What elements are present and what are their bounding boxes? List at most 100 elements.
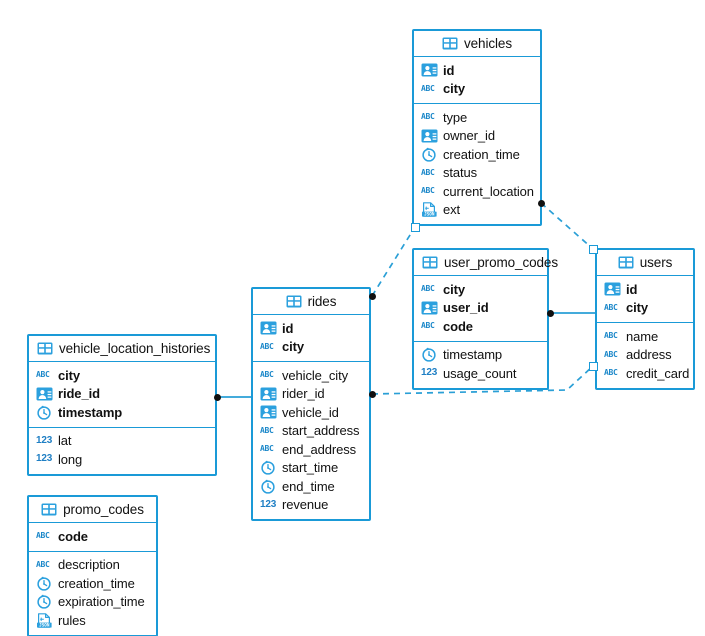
field-name: creation_time [58,575,135,591]
field-name: start_time [282,460,339,476]
field-row-primary-key[interactable]: id [597,280,693,299]
id-card-icon [604,282,621,296]
field-row-primary-key[interactable]: user_id [414,299,547,318]
field-row[interactable]: owner_id [414,127,540,146]
json-icon: JSON [36,612,53,628]
field-name: code [443,318,473,334]
field-name: current_location [443,183,534,199]
field-row-primary-key[interactable]: id [253,319,369,338]
field-row[interactable]: vehicle_id [253,403,369,422]
field-row[interactable]: creation_time [29,574,156,593]
field-name: timestamp [443,347,503,363]
abc-icon: ABC [36,370,50,380]
field-name: city [282,339,305,355]
table-header-user_promo_codes[interactable]: user_promo_codes [414,250,558,276]
field-row[interactable]: ABC current_location [414,182,540,201]
field-name: revenue [282,497,329,513]
relationship-target-square-rides-to-vehicles [410,222,420,232]
field-row-primary-key[interactable]: ABC city [253,338,369,357]
field-row[interactable]: end_time [253,477,369,496]
table-header-rides[interactable]: rides [253,289,369,315]
field-row-primary-key[interactable]: ABC city [29,366,215,385]
number-icon: 123 [36,453,53,465]
field-name: status [443,165,478,181]
field-row-primary-key[interactable]: ride_id [29,385,215,404]
field-name: id [282,320,294,336]
id-card-icon [421,129,438,143]
field-name: city [443,81,466,97]
table-header-promo_codes[interactable]: promo_codes [29,497,156,523]
field-row-primary-key[interactable]: timestamp [29,403,215,422]
field-row-primary-key[interactable]: id [414,61,540,80]
field-row[interactable]: ABC vehicle_city [253,366,369,385]
abc-icon: ABC [421,83,435,93]
relationship-line-rides-to-vehicles[interactable] [371,226,416,297]
table-title: user_promo_codes [444,255,558,270]
abc-icon: ABC [421,167,435,177]
clock-icon [260,460,277,475]
abc-icon: ABC [260,370,274,380]
field-row[interactable]: expiration_time [29,593,156,612]
abc-icon: ABC [421,186,435,196]
field-row[interactable]: ABC status [414,164,540,183]
field-row[interactable]: start_time [253,459,369,478]
field-name: expiration_time [58,594,145,610]
field-name: user_id [443,300,489,316]
field-row-primary-key[interactable]: ABC city [414,80,540,99]
field-row[interactable]: JSON ext [414,201,540,220]
abc-icon: ABC [604,331,618,341]
field-name: id [443,62,455,78]
field-name: address [626,347,672,363]
field-row[interactable]: timestamp [414,346,547,365]
id-card-icon [260,321,277,335]
field-name: code [58,528,88,544]
abc-icon: ABC [260,341,274,351]
field-name: timestamp [58,404,123,420]
field-name: vehicle_city [282,367,348,383]
field-name: start_address [282,423,360,439]
field-row[interactable]: rider_id [253,385,369,404]
table-header-users[interactable]: users [597,250,693,276]
field-name: usage_count [443,365,517,381]
field-row[interactable]: creation_time [414,145,540,164]
abc-icon: ABC [604,368,618,378]
relationship-line-vehicles-to-users[interactable] [540,202,594,250]
field-name: ext [443,202,461,218]
table-title: promo_codes [63,502,144,517]
abc-icon: ABC [421,112,435,122]
table-header-vehicles[interactable]: vehicles [414,31,540,57]
clock-icon [260,479,277,494]
json-icon: JSON [421,202,438,217]
field-name: city [58,367,81,383]
table-header-vehicle_location_histories[interactable]: vehicle_location_histories [29,336,215,362]
